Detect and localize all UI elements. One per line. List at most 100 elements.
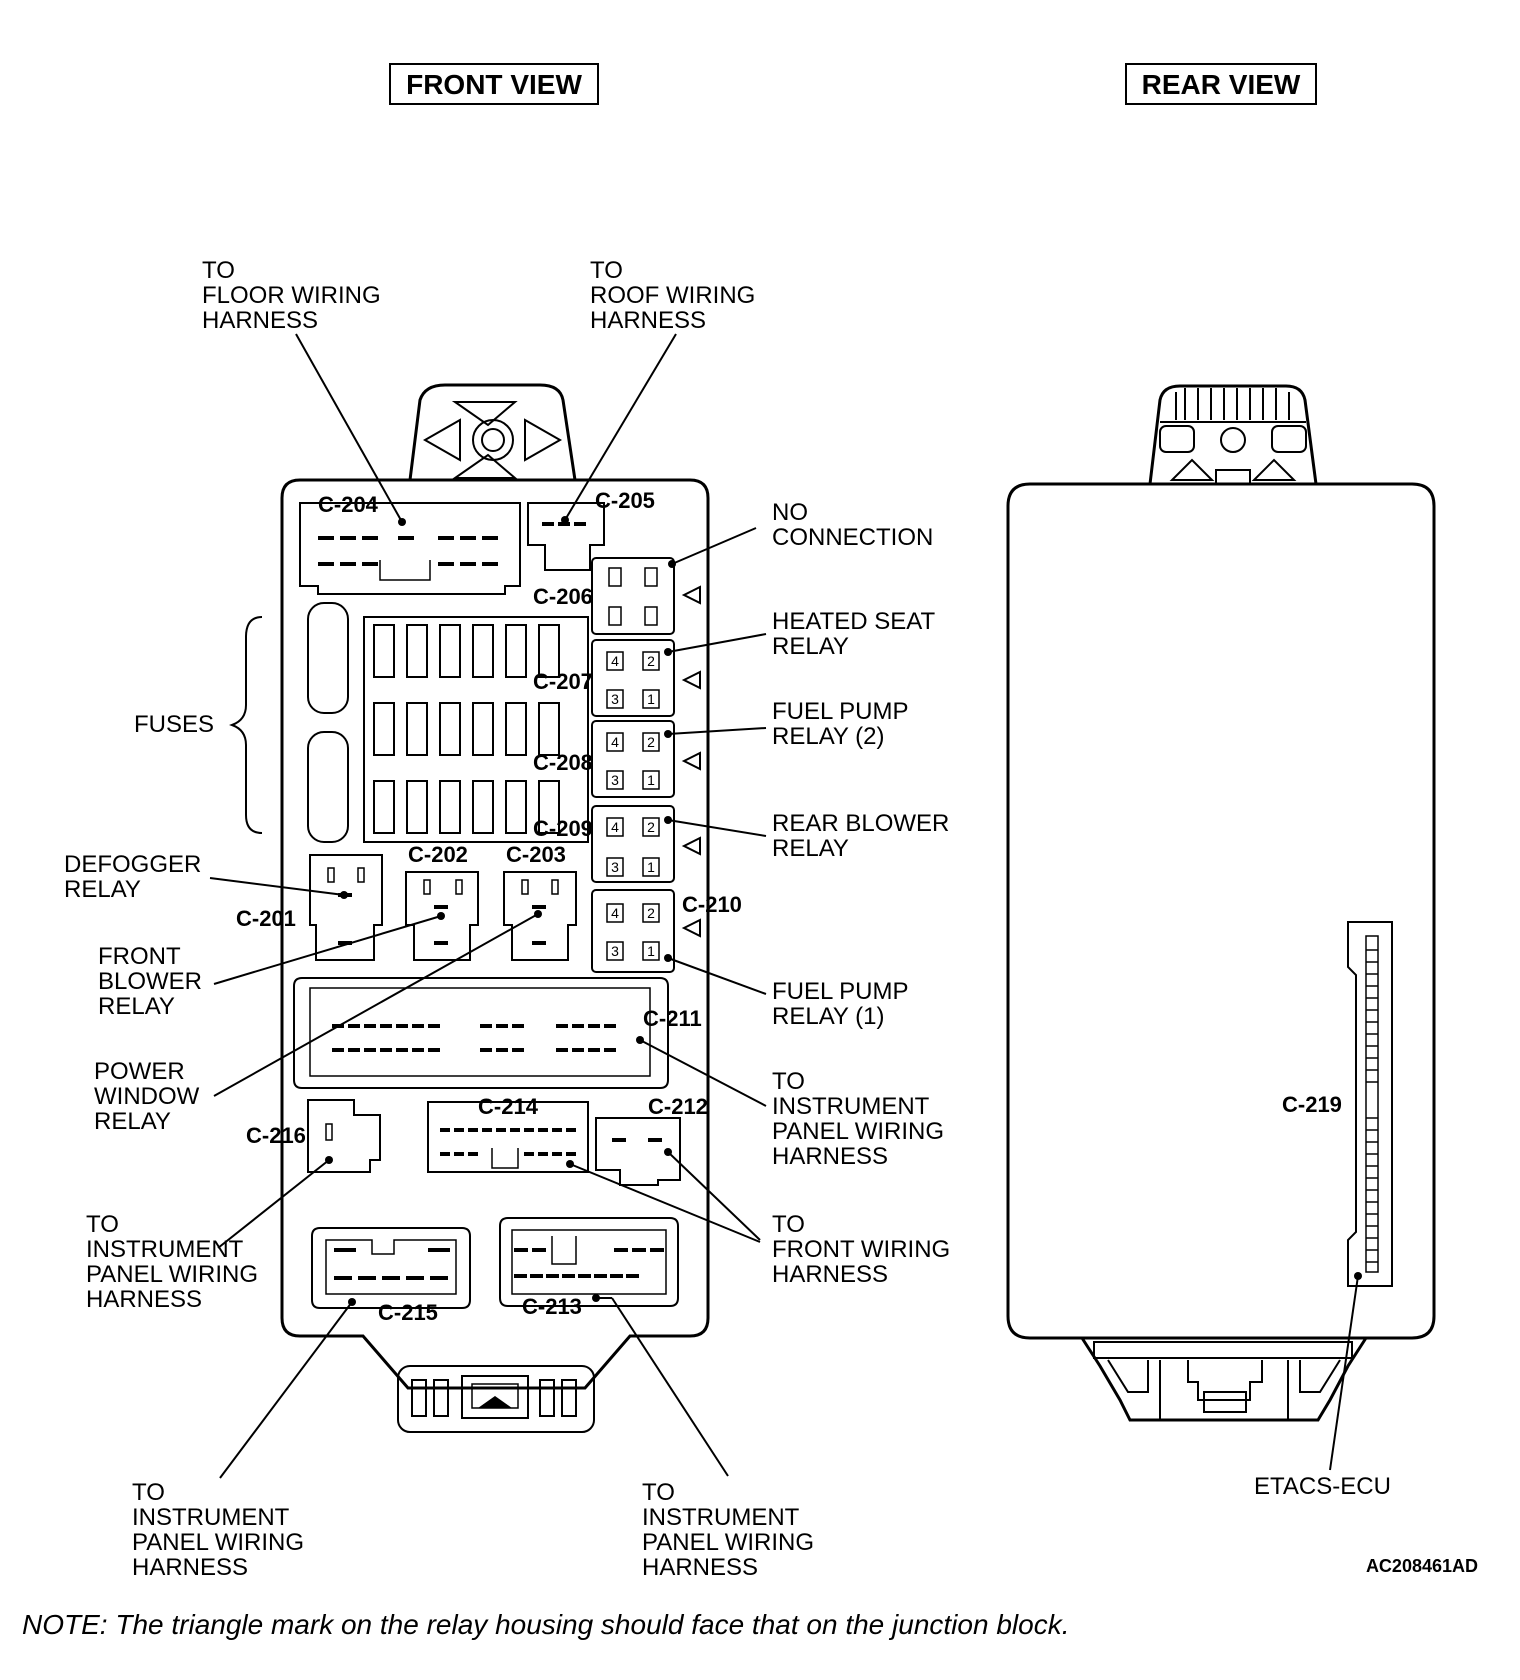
fuses-text: FUSES <box>134 711 214 738</box>
pin-4: 4 <box>611 819 619 835</box>
pin-2: 2 <box>647 734 655 750</box>
connector-c205: C-205 <box>527 488 655 571</box>
callout-fuel-pump-relay-1: FUEL PUMP RELAY (1) <box>664 954 915 1030</box>
pin-3: 3 <box>611 772 619 788</box>
connector-c204: C-204 <box>299 492 521 595</box>
rear-junction-block <box>1006 384 1436 1422</box>
callout-ip-harness-bottom-left: TO INSTRUMENT PANEL WIRING HARNESS <box>132 1298 356 1581</box>
c216-label: C-216 <box>246 1123 306 1148</box>
callout-floor-harness: TO FLOOR WIRING HARNESS <box>202 257 406 526</box>
connector-c215: C-215 <box>311 1227 471 1325</box>
connector-c212: C-212 <box>595 1094 708 1186</box>
figure-code: AC208461AD <box>1366 1556 1478 1576</box>
heated-seat-relay-text: HEATED SEAT RELAY <box>772 608 941 660</box>
callout-fuses: FUSES <box>134 616 263 834</box>
fuse-row-3 <box>373 780 560 834</box>
fuse-row-2 <box>373 702 560 756</box>
pin-4: 4 <box>611 653 619 669</box>
relay-c203: C-203 <box>503 842 577 961</box>
c203-label: C-203 <box>506 842 566 867</box>
pin-4: 4 <box>611 734 619 750</box>
callout-front-blower-relay: FRONT BLOWER RELAY <box>98 912 445 1020</box>
front-view-title-text: FRONT VIEW <box>406 69 582 100</box>
front-junction-block <box>280 383 710 1433</box>
no-connection-text: NO CONNECTION <box>772 499 933 551</box>
pin-3: 3 <box>611 943 619 959</box>
c219-label: C-219 <box>1282 1092 1342 1117</box>
footnote: NOTE: The triangle mark on the relay hou… <box>22 1609 1069 1640</box>
fuel-pump-relay-2-text: FUEL PUMP RELAY (2) <box>772 698 915 750</box>
callout-ip-harness-left: TO INSTRUMENT PANEL WIRING HARNESS <box>86 1156 333 1313</box>
relay-c201: C-201 <box>236 854 383 961</box>
power-window-relay-text: POWER WINDOW RELAY <box>94 1058 206 1135</box>
pin-1: 1 <box>647 859 655 875</box>
connector-c214: C-214 <box>427 1094 589 1173</box>
large-fuse-bottom <box>307 731 349 843</box>
callout-fuel-pump-relay-2: FUEL PUMP RELAY (2) <box>664 698 915 750</box>
pin-1: 1 <box>647 772 655 788</box>
c202-label: C-202 <box>408 842 468 867</box>
callout-heated-seat-relay: HEATED SEAT RELAY <box>664 608 941 660</box>
connector-c213: C-213 <box>499 1217 679 1319</box>
relay-c206: C-206 <box>533 557 701 635</box>
c210-label: C-210 <box>682 892 742 917</box>
ip-harness-bottom-left-text: TO INSTRUMENT PANEL WIRING HARNESS <box>132 1479 311 1581</box>
c207-label: C-207 <box>533 669 593 694</box>
callout-etacs-ecu: ETACS-ECU <box>1254 1272 1391 1500</box>
front-view-title: FRONT VIEW <box>389 63 599 105</box>
c211-row-1 <box>332 1024 616 1028</box>
c215-label: C-215 <box>378 1300 438 1325</box>
callout-front-harness: TO FRONT WIRING HARNESS <box>566 1148 957 1288</box>
relay-c207: 4 2 3 1 C-207 <box>533 639 701 717</box>
fuel-pump-relay-1-text: FUEL PUMP RELAY (1) <box>772 978 915 1030</box>
ip-harness-right-text: TO INSTRUMENT PANEL WIRING HARNESS <box>772 1068 951 1170</box>
fuse-block <box>307 602 589 843</box>
callout-rear-blower-relay: REAR BLOWER RELAY <box>664 810 956 862</box>
c204-label: C-204 <box>318 492 379 517</box>
large-fuse-top <box>307 602 349 714</box>
c208-label: C-208 <box>533 750 593 775</box>
c219-pin-column <box>1366 949 1378 1263</box>
callout-no-connection: NO CONNECTION <box>668 499 933 568</box>
pin-3: 3 <box>611 691 619 707</box>
fuse-row-1 <box>373 624 560 678</box>
c212-label: C-212 <box>648 1094 708 1119</box>
front-harness-text: TO FRONT WIRING HARNESS <box>772 1211 957 1288</box>
rear-blower-relay-text: REAR BLOWER RELAY <box>772 810 956 862</box>
c213-label: C-213 <box>522 1294 582 1319</box>
c211-row-2 <box>332 1048 616 1052</box>
c214-label: C-214 <box>478 1094 539 1119</box>
connector-c219: C-219 <box>1282 921 1393 1287</box>
connector-c216: C-216 <box>246 1099 381 1173</box>
front-blower-relay-text: FRONT BLOWER RELAY <box>98 943 209 1020</box>
pin-2: 2 <box>647 819 655 835</box>
callout-ip-harness-right: TO INSTRUMENT PANEL WIRING HARNESS <box>636 1036 951 1170</box>
ip-harness-left-text: TO INSTRUMENT PANEL WIRING HARNESS <box>86 1211 265 1313</box>
etacs-ecu-text: ETACS-ECU <box>1254 1473 1391 1500</box>
pin-2: 2 <box>647 905 655 921</box>
rear-view-title-text: REAR VIEW <box>1142 69 1301 100</box>
floor-harness-text: TO FLOOR WIRING HARNESS <box>202 257 387 334</box>
connector-c211: C-211 <box>293 977 702 1089</box>
callout-defogger-relay: DEFOGGER RELAY <box>64 851 348 903</box>
c205-label: C-205 <box>595 488 655 513</box>
ip-harness-bottom-right-text: TO INSTRUMENT PANEL WIRING HARNESS <box>642 1479 821 1581</box>
pin-4: 4 <box>611 905 619 921</box>
pin-1: 1 <box>647 943 655 959</box>
relay-c208: 4 2 3 1 C-208 <box>533 720 701 798</box>
defogger-relay-text: DEFOGGER RELAY <box>64 851 208 903</box>
pin-3: 3 <box>611 859 619 875</box>
roof-harness-text: TO ROOF WIRING HARNESS <box>590 257 762 334</box>
callout-power-window-relay: POWER WINDOW RELAY <box>94 910 542 1135</box>
rear-view-title: REAR VIEW <box>1125 63 1317 105</box>
callout-ip-harness-bottom-right: TO INSTRUMENT PANEL WIRING HARNESS <box>592 1294 821 1581</box>
relay-c210: 4 2 3 1 C-210 <box>591 889 742 973</box>
c211-label: C-211 <box>643 1006 702 1031</box>
relay-c209: 4 2 3 1 C-209 <box>533 805 701 883</box>
c201-label: C-201 <box>236 906 296 931</box>
relay-c202: C-202 <box>405 842 479 961</box>
pin-2: 2 <box>647 653 655 669</box>
callout-roof-harness: TO ROOF WIRING HARNESS <box>561 257 762 524</box>
pin-1: 1 <box>647 691 655 707</box>
